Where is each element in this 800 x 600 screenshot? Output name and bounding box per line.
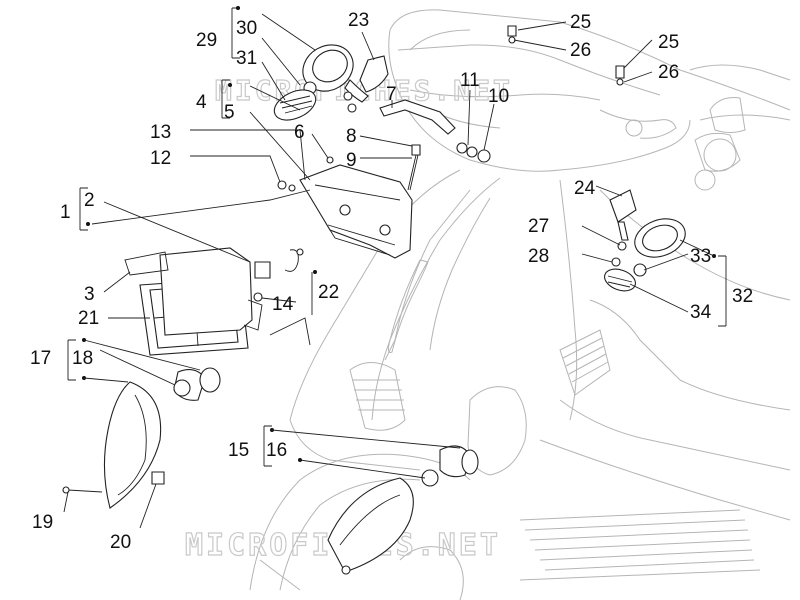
callout-18: 18 bbox=[72, 348, 93, 369]
callout-25-top: 25 bbox=[570, 12, 591, 33]
callout-33: 33 bbox=[690, 246, 711, 267]
callout-3: 3 bbox=[84, 284, 95, 305]
callout-23: 23 bbox=[348, 10, 369, 31]
callout-25-right: 25 bbox=[658, 32, 679, 53]
callout-28: 28 bbox=[528, 246, 549, 267]
left-turn-signal-lens bbox=[273, 89, 317, 121]
callout-17: 17 bbox=[30, 348, 51, 369]
callout-19: 19 bbox=[32, 512, 53, 533]
callout-12: 12 bbox=[150, 148, 171, 169]
callout-10: 10 bbox=[488, 86, 509, 107]
callout-16: 16 bbox=[266, 440, 287, 461]
callout-32: 32 bbox=[732, 286, 753, 307]
headlight-unit bbox=[124, 247, 311, 356]
support-arm-7 bbox=[379, 99, 456, 135]
callout-22: 22 bbox=[318, 282, 339, 303]
callout-9: 9 bbox=[346, 150, 357, 171]
screws-25-26-top bbox=[507, 25, 625, 86]
bracket-23 bbox=[343, 55, 389, 113]
callout-21: 21 bbox=[78, 308, 99, 329]
callout-34: 34 bbox=[690, 302, 712, 323]
callout-27: 27 bbox=[528, 216, 549, 237]
callout-11: 11 bbox=[460, 70, 480, 91]
left-front-indicator bbox=[62, 367, 221, 509]
screw-8-9 bbox=[407, 144, 421, 191]
callout-6: 6 bbox=[294, 122, 305, 143]
callout-20: 20 bbox=[110, 532, 131, 553]
headlight-bracket bbox=[277, 156, 413, 259]
callout-30: 30 bbox=[236, 18, 257, 39]
callout-7: 7 bbox=[386, 84, 397, 105]
right-front-indicator bbox=[327, 445, 479, 575]
callout-13: 13 bbox=[150, 122, 171, 143]
callout-5: 5 bbox=[224, 102, 235, 123]
left-turn-signal-assembly bbox=[302, 44, 369, 103]
right-turn-signal-assembly bbox=[604, 189, 686, 292]
callout-26-top: 26 bbox=[570, 40, 591, 61]
callout-4: 4 bbox=[196, 92, 207, 113]
bulb-14 bbox=[253, 292, 263, 302]
bolts-10-11 bbox=[456, 142, 491, 163]
callout-31: 31 bbox=[236, 48, 257, 69]
callout-14: 14 bbox=[272, 294, 294, 315]
leader-lines bbox=[63, 6, 727, 529]
callout-8: 8 bbox=[346, 126, 357, 147]
callout-29: 29 bbox=[196, 30, 217, 51]
callout-15: 15 bbox=[228, 440, 249, 461]
callout-1: 1 bbox=[60, 202, 71, 223]
callout-numbers: 29 30 31 23 25 26 25 26 4 5 7 11 10 13 6… bbox=[30, 10, 753, 553]
callout-2: 2 bbox=[84, 190, 95, 211]
callout-26-right: 26 bbox=[658, 62, 679, 83]
callout-24: 24 bbox=[574, 178, 596, 199]
